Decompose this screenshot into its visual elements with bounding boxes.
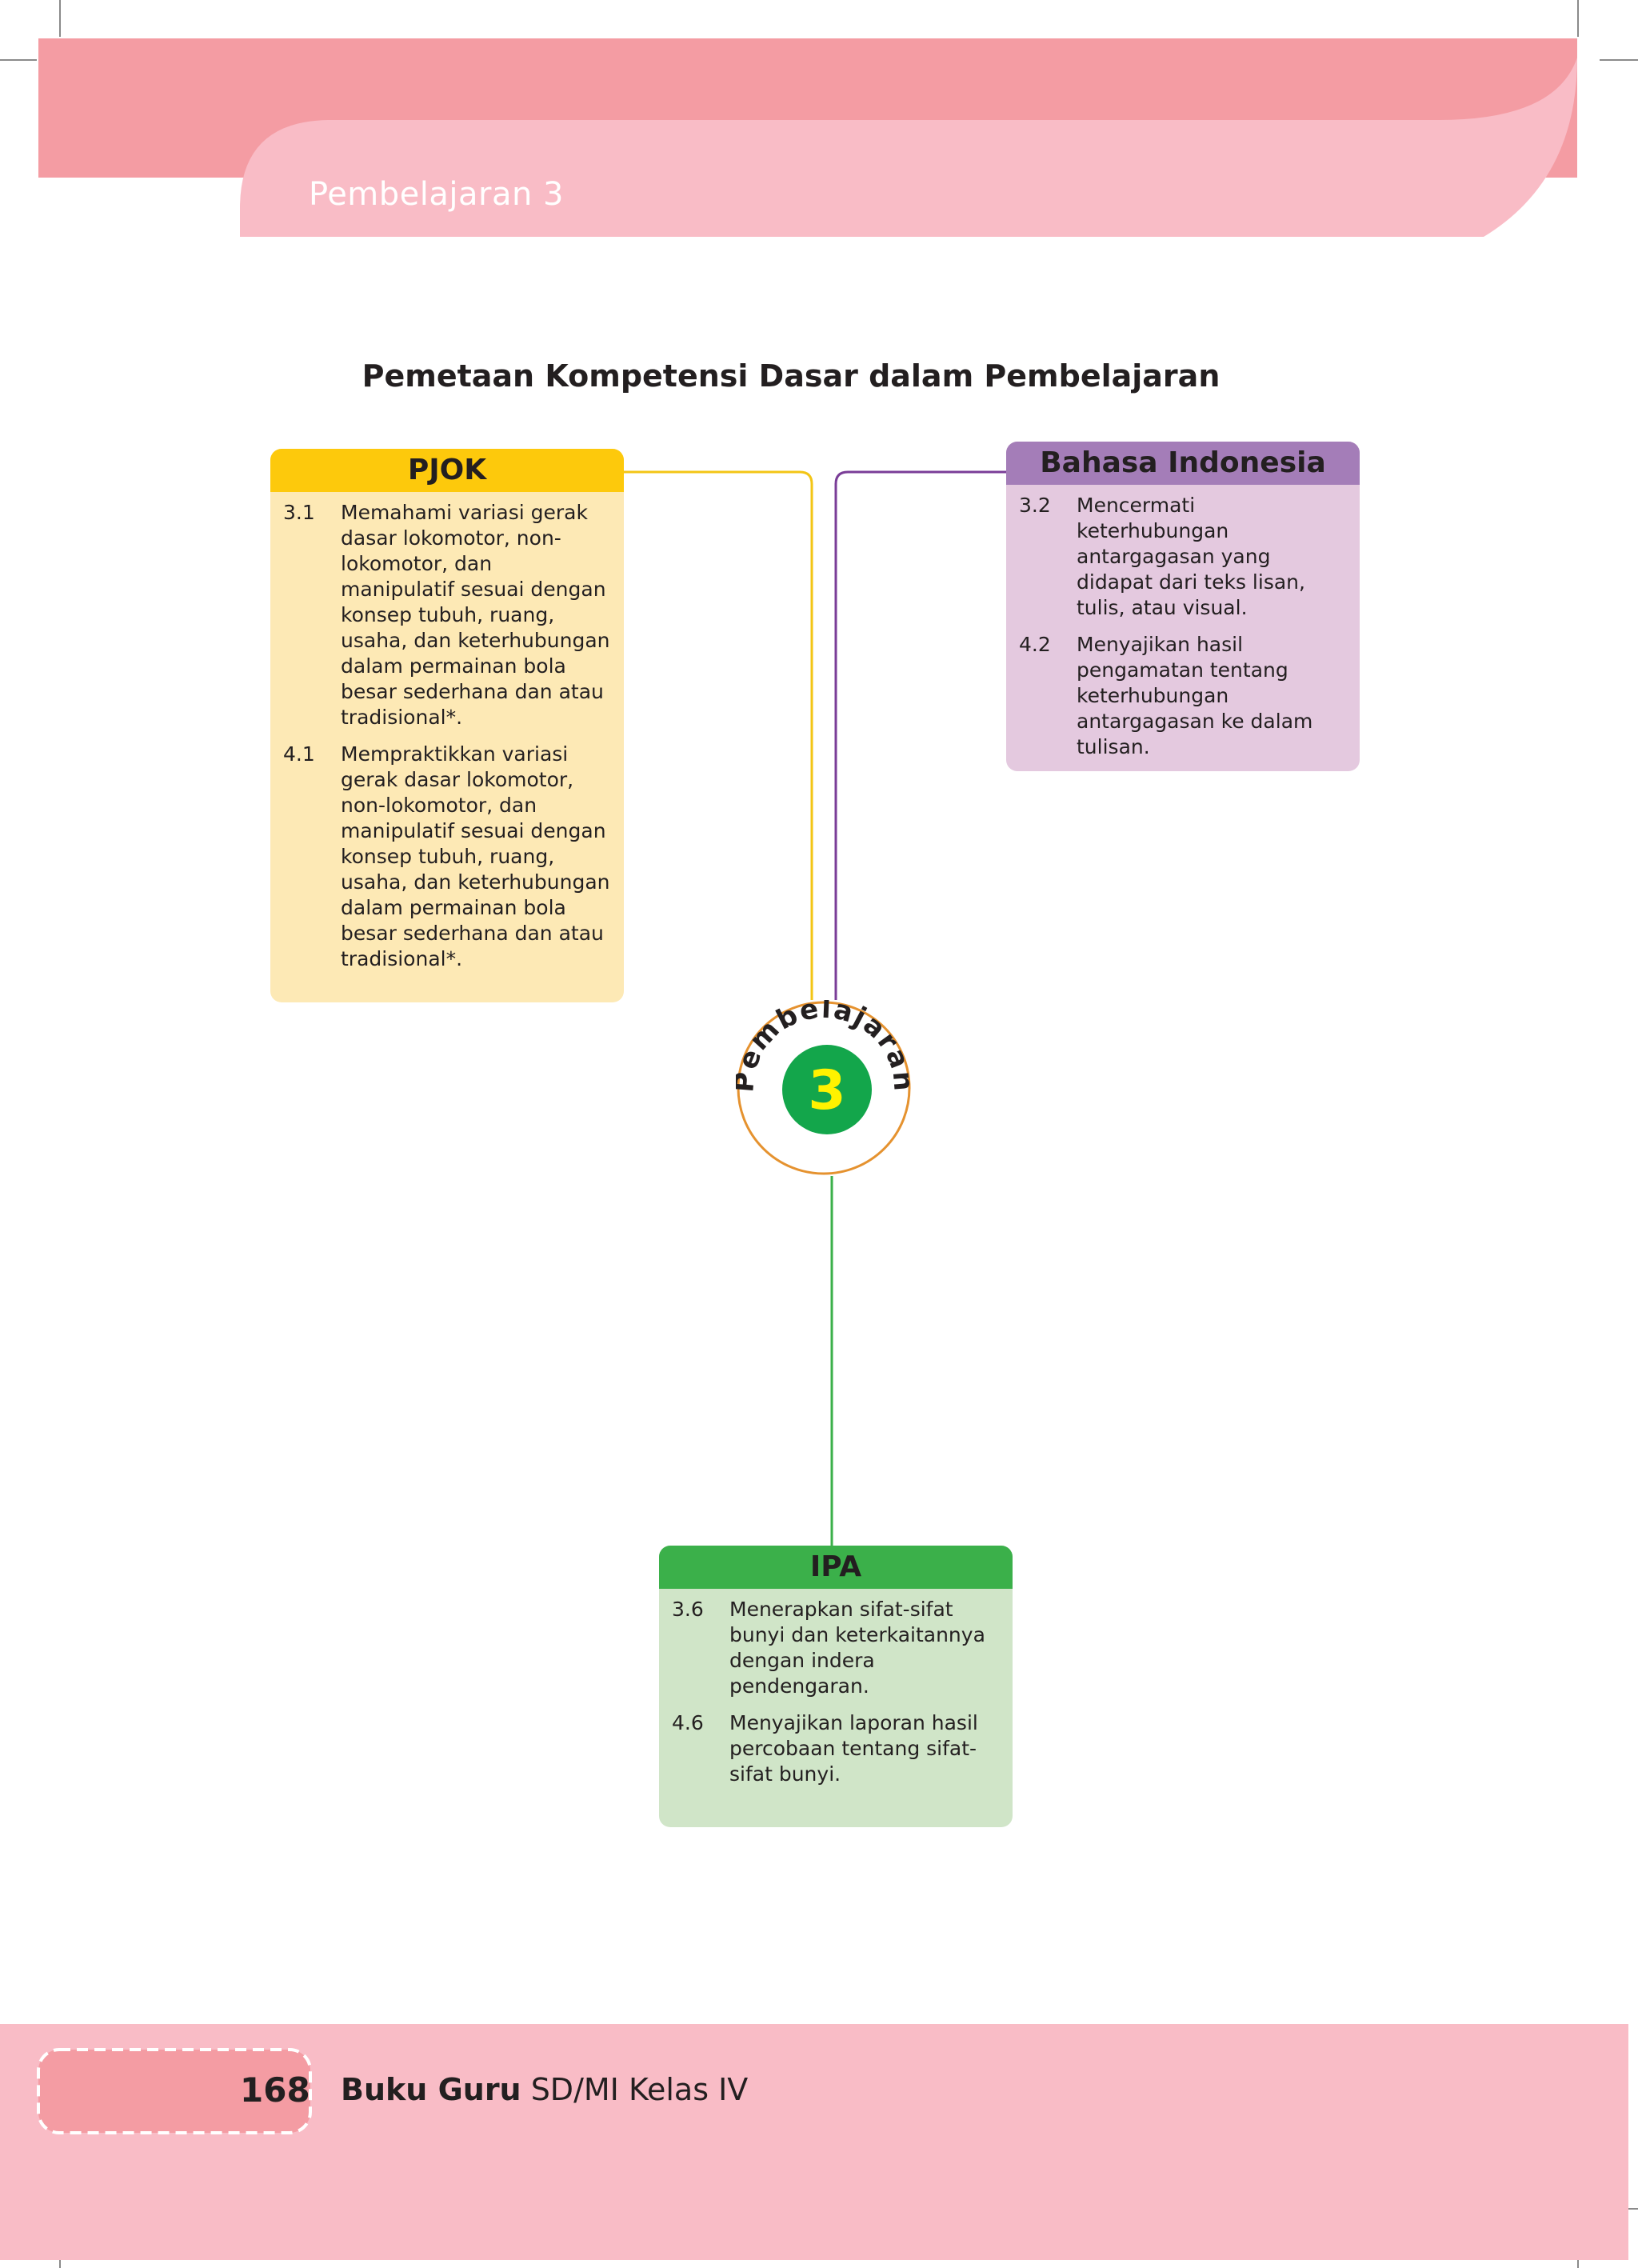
- hub-number: 3: [808, 1059, 845, 1122]
- pembelajaran-hub: Pembelajaran 3: [736, 1000, 912, 1175]
- kd-code: 4.2: [1019, 633, 1051, 656]
- kd-list: 3.1 Memahami variasi gerak dasar lokomot…: [270, 492, 624, 972]
- kd-code: 3.6: [672, 1598, 704, 1621]
- kd-item: 3.2 Mencermati keterhubungan antargagasa…: [1019, 493, 1347, 621]
- subject-title: PJOK: [270, 449, 624, 492]
- hub-center: [782, 1045, 872, 1134]
- kd-text: Mempraktikkan variasi gerak dasar lokomo…: [341, 742, 610, 970]
- section-label: Pembelajaran 3: [309, 176, 564, 213]
- kd-item: 4.6 Menyajikan laporan hasil percobaan t…: [672, 1710, 1000, 1787]
- subject-box-pjok: PJOK 3.1 Memahami variasi gerak dasar lo…: [270, 449, 624, 1002]
- page-number-tab: [37, 2048, 312, 2134]
- kd-code: 4.6: [672, 1711, 704, 1734]
- kd-item: 4.1 Mempraktikkan variasi gerak dasar lo…: [283, 742, 611, 972]
- page-number: 168: [240, 2070, 310, 2110]
- subject-box-ipa: IPA 3.6 Menerapkan sifat-sifat bunyi dan…: [659, 1546, 1013, 1827]
- crop-mark: [1577, 0, 1579, 37]
- kd-item: 3.1 Memahami variasi gerak dasar lokomot…: [283, 500, 611, 730]
- kd-code: 4.1: [283, 742, 315, 766]
- kd-item: 4.2 Menyajikan hasil pengamatan tentang …: [1019, 632, 1347, 760]
- footer-band: [0, 2024, 1628, 2260]
- crop-mark: [0, 59, 37, 61]
- connector-bahasa-indonesia: [834, 470, 1006, 1000]
- header-band-light: [240, 58, 1577, 237]
- kd-item: 3.6 Menerapkan sifat-sifat bunyi dan ket…: [672, 1597, 1000, 1699]
- kd-list: 3.2 Mencermati keterhubungan antargagasa…: [1006, 485, 1360, 760]
- book-title-bold: Buku Guru: [341, 2072, 521, 2107]
- map-title: Pemetaan Kompetensi Dasar dalam Pembelaj…: [362, 358, 1221, 394]
- kd-text: Mencermati keterhubungan antargagasan ya…: [1077, 494, 1305, 619]
- subject-title: Bahasa Indonesia: [1006, 442, 1360, 485]
- kd-text: Menyajikan hasil pengamatan tentang kete…: [1077, 633, 1313, 758]
- kd-text: Memahami variasi gerak dasar lokomotor, …: [341, 501, 610, 729]
- kd-text: Menerapkan sifat-sifat bunyi dan keterka…: [729, 1598, 985, 1698]
- kd-list: 3.6 Menerapkan sifat-sifat bunyi dan ket…: [659, 1589, 1013, 1787]
- connector-pjok: [624, 470, 813, 1000]
- book-title-rest: SD/MI Kelas IV: [521, 2072, 749, 2107]
- kd-code: 3.1: [283, 501, 315, 524]
- kd-code: 3.2: [1019, 494, 1051, 517]
- crop-mark: [1600, 59, 1638, 61]
- subject-box-bahasa-indonesia: Bahasa Indonesia 3.2 Mencermati keterhub…: [1006, 442, 1360, 771]
- book-title: Buku Guru SD/MI Kelas IV: [341, 2072, 748, 2107]
- kd-text: Menyajikan laporan hasil percobaan tenta…: [729, 1711, 978, 1786]
- header-band: [38, 38, 1577, 237]
- subject-title: IPA: [659, 1546, 1013, 1589]
- crop-mark: [59, 0, 61, 37]
